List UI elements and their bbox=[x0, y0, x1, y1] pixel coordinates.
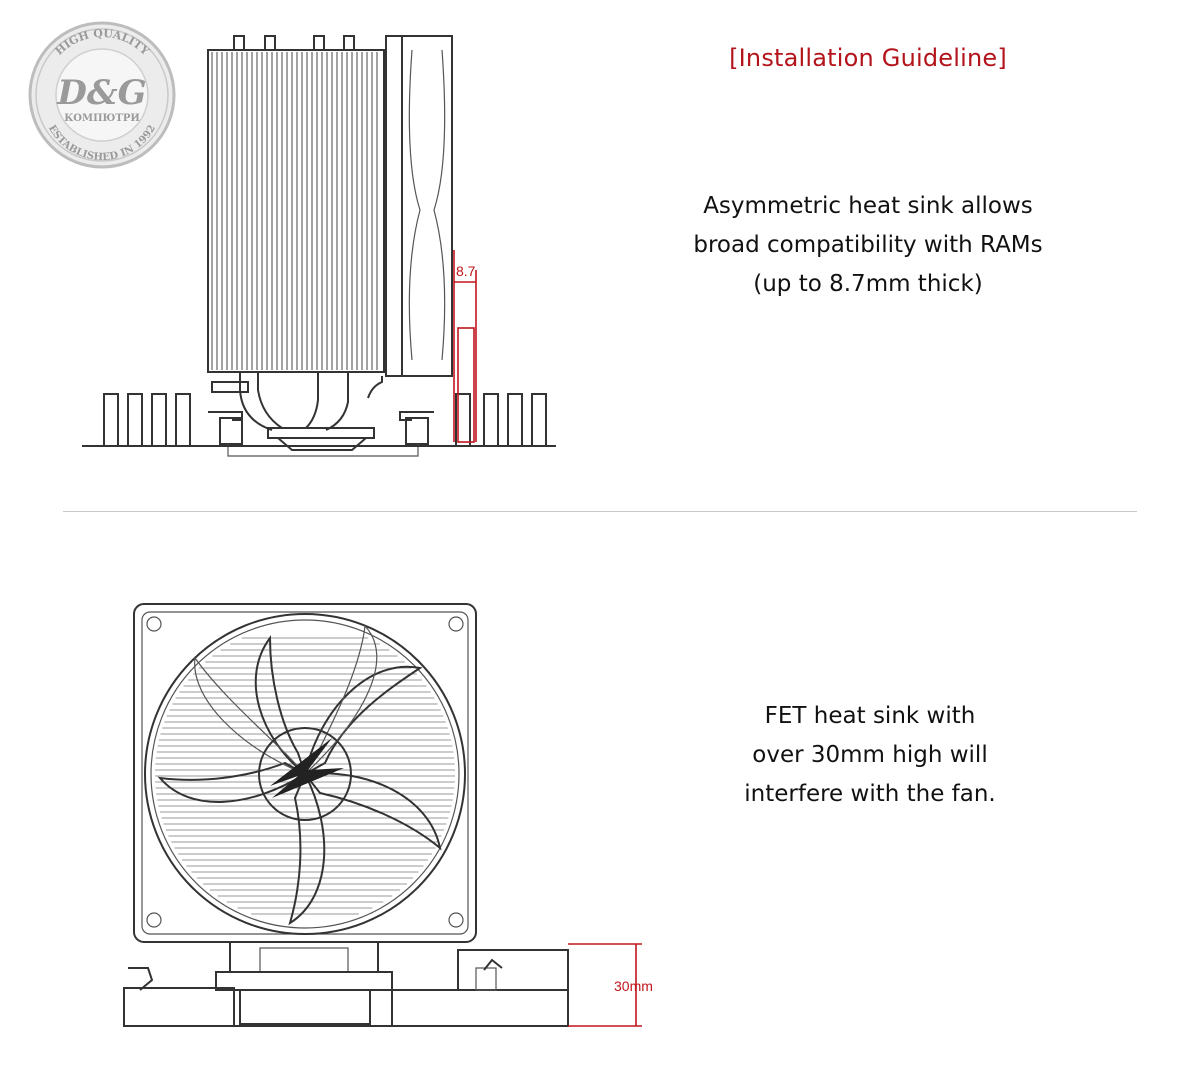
ram-text-line-1: Asymmetric heat sink allows bbox=[703, 193, 1033, 219]
ram-text-line-2: broad compatibility with RAMs bbox=[693, 232, 1043, 258]
ram-slots-left bbox=[103, 393, 191, 447]
fan-front-diagram: 30mm bbox=[123, 603, 653, 1027]
dimension-30mm: 30mm bbox=[568, 943, 653, 1027]
fan-blades bbox=[157, 624, 442, 926]
fin-stack bbox=[207, 49, 385, 373]
dimension-label-30mm: 30mm bbox=[614, 978, 653, 994]
seal-logo-icon: HIGH QUALITY ESTABLISHED IN 1992 D&G КОМ… bbox=[28, 21, 176, 169]
lightning-logo-icon bbox=[270, 738, 344, 798]
section-divider bbox=[63, 511, 1137, 512]
dimension-label-8-7: 8.7 bbox=[456, 263, 476, 279]
ram-slots-right bbox=[455, 393, 547, 447]
fet-text-line-2: over 30mm high will bbox=[752, 742, 988, 768]
fet-heatsink bbox=[457, 949, 569, 991]
installation-guideline-heading: [Installation Guideline] bbox=[729, 44, 1007, 72]
ram-compatibility-text: Asymmetric heat sink allows broad compat… bbox=[640, 187, 1096, 304]
fet-text-line-3: interfere with the fan. bbox=[744, 781, 996, 807]
seal-brand: D&G bbox=[56, 73, 146, 113]
fet-clearance-text: FET heat sink with over 30mm high will i… bbox=[640, 697, 1100, 814]
seal-subtitle: КОМПЮТРИ bbox=[64, 113, 140, 124]
ram-text-line-3: (up to 8.7mm thick) bbox=[753, 271, 983, 297]
fet-text-line-1: FET heat sink with bbox=[764, 703, 976, 729]
dimension-8-7: 8.7 bbox=[453, 250, 477, 443]
heatsink-side-diagram: 8.7 bbox=[82, 35, 556, 457]
